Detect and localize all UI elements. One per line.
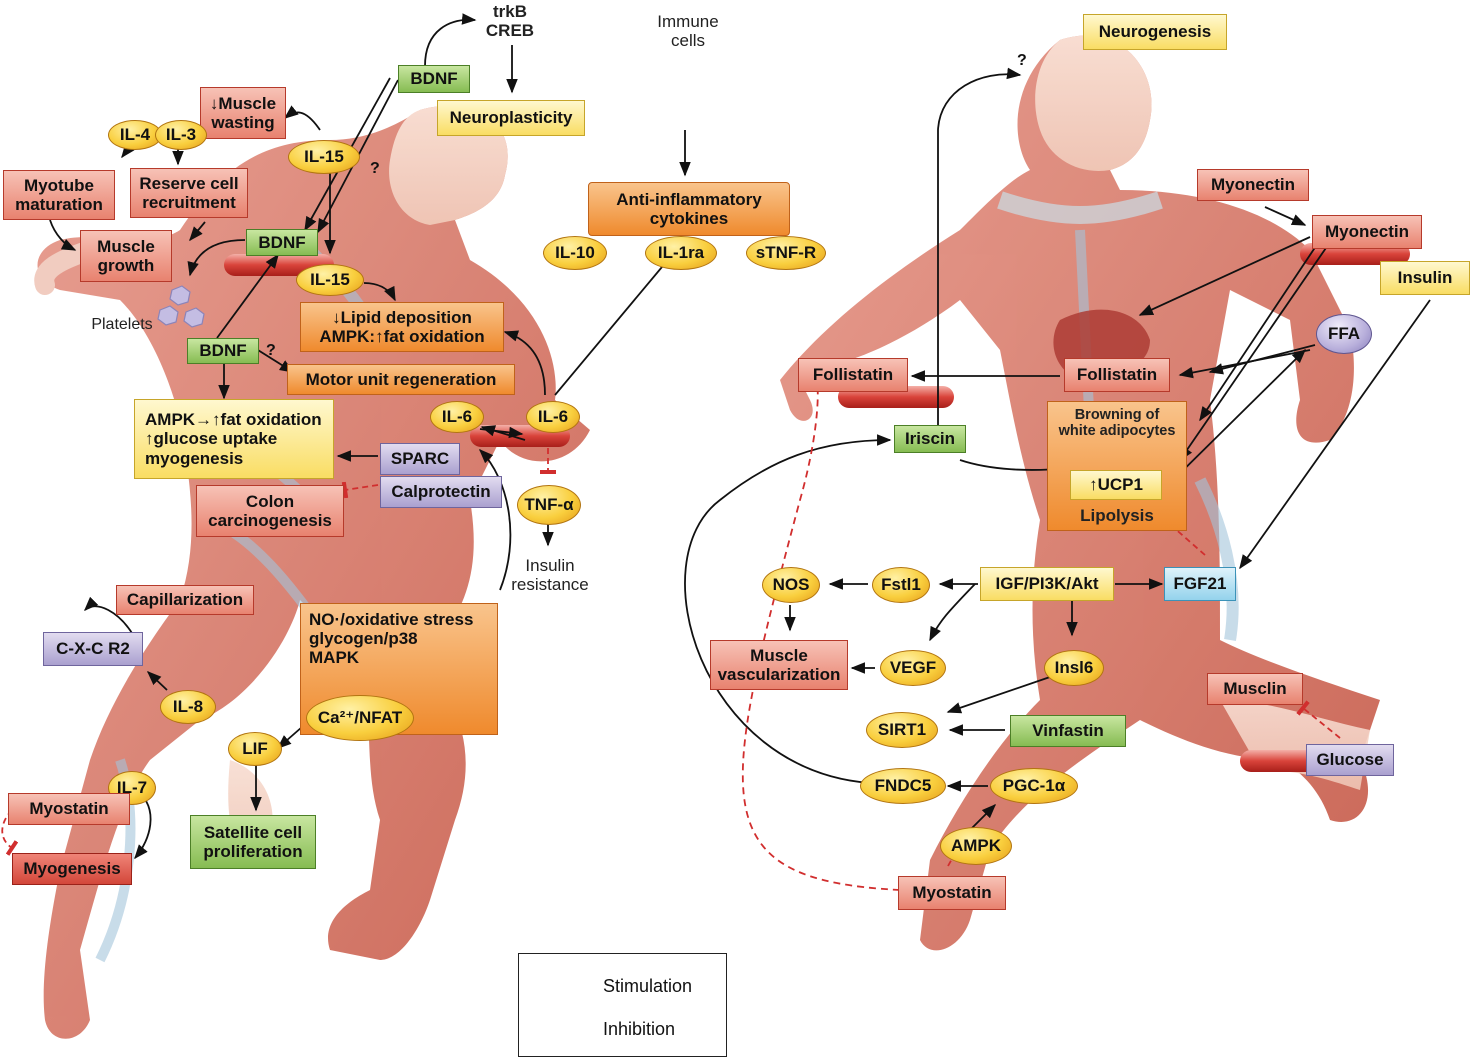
tnf-alpha-node: TNF-α: [517, 485, 581, 525]
fndc5-node: FNDC5: [860, 768, 946, 804]
il4-node: IL-4: [108, 120, 162, 150]
il3-node: IL-3: [155, 120, 207, 150]
il8-node: IL-8: [160, 690, 216, 724]
ampk-fat-oxidation-node: AMPK→↑fat oxidation ↑glucose uptake myog…: [134, 399, 334, 479]
legend-inhibition-label: Inhibition: [603, 1019, 676, 1039]
nos-node: NOS: [762, 567, 820, 603]
reserve-cell-recruitment-node: Reserve cell recruitment: [130, 168, 248, 218]
myostatin-node-right: Myostatin: [898, 876, 1006, 910]
sparc-node: SPARC: [380, 443, 460, 475]
il6-node-b: IL-6: [526, 401, 580, 433]
follistatin-node-a: Follistatin: [798, 358, 908, 392]
insl6-node: Insl6: [1044, 650, 1104, 686]
legend-stimulation-label: Stimulation: [603, 976, 693, 996]
glucose-node: Glucose: [1306, 744, 1394, 776]
motor-unit-regeneration-node: Motor unit regeneration: [287, 364, 515, 395]
immune-cells-label: Immune cells: [657, 12, 719, 51]
bdnf-node-low: BDNF: [187, 338, 259, 364]
insulin-node: Insulin: [1380, 261, 1470, 295]
musclin-node: Musclin: [1207, 673, 1303, 705]
question-mark-3: ?: [1017, 52, 1027, 69]
vegf-node: VEGF: [880, 650, 946, 686]
browning-adipocytes-box: [1047, 401, 1187, 531]
iriscin-node: Iriscin: [894, 425, 966, 453]
satellite-cell-proliferation-node: Satellite cell proliferation: [190, 815, 316, 869]
muscle-vascularization-node: Muscle vascularization: [710, 640, 848, 690]
legend: Stimulation Inhibition: [518, 953, 727, 1057]
question-mark-2: ?: [266, 342, 276, 359]
trkb-creb-label: trkB CREB: [485, 2, 535, 41]
ucp1-node: ↑UCP1: [1070, 470, 1162, 500]
calprotectin-node: Calprotectin: [380, 476, 502, 508]
ffa-node: FFA: [1316, 314, 1372, 354]
igf-pi3k-akt-node: IGF/PI3K/Akt: [980, 567, 1114, 601]
lipolysis-label: Lipolysis: [1080, 506, 1154, 525]
ca-nfat-node: Ca²⁺/NFAT: [306, 695, 414, 741]
platelet-cluster: [157, 285, 205, 328]
bdnf-node-mid: BDNF: [246, 229, 318, 256]
muscle-wasting-node: ↓Muscle wasting: [200, 87, 286, 139]
neurogenesis-node: Neurogenesis: [1083, 14, 1227, 50]
myogenesis-node: Myogenesis: [12, 853, 132, 885]
sirt1-node: SIRT1: [866, 712, 938, 748]
il15-node-mid: IL-15: [296, 264, 364, 296]
bdnf-node-top: BDNF: [398, 65, 470, 93]
fstl1-node: Fstl1: [872, 567, 930, 603]
colon-carcinogenesis-node: Colon carcinogenesis: [196, 485, 344, 537]
lif-node: LIF: [228, 732, 282, 766]
vinfastin-node: Vinfastin: [1010, 715, 1126, 747]
myostatin-node-left: Myostatin: [8, 793, 130, 825]
browning-label: Browning of white adipocytes: [1058, 407, 1176, 440]
lipid-deposition-node: ↓Lipid deposition AMPK:↑fat oxidation: [300, 302, 504, 352]
myonectin-node-b: Myonectin: [1312, 215, 1422, 249]
fgf21-node: FGF21: [1164, 567, 1236, 601]
muscle-growth-node: Muscle growth: [80, 230, 172, 282]
capillarization-node: Capillarization: [116, 585, 254, 615]
il10-node: IL-10: [543, 236, 607, 270]
stnfr-node: sTNF-R: [746, 236, 826, 270]
pgc1a-node: PGC-1α: [990, 768, 1078, 804]
il1ra-node: IL-1ra: [645, 236, 717, 270]
follistatin-node-b: Follistatin: [1064, 358, 1170, 392]
il6-node-a: IL-6: [430, 401, 484, 433]
il15-node-top: IL-15: [288, 140, 360, 174]
ampk-node: AMPK: [940, 827, 1012, 865]
platelets-label: Platelets: [91, 316, 153, 333]
anti-inflammatory-cytokines-node: Anti-inflammatory cytokines: [588, 182, 790, 236]
question-mark-1: ?: [370, 160, 380, 177]
cxcr2-node: C-X-C R2: [43, 632, 143, 666]
insulin-resistance-label: Insulin resistance: [511, 556, 589, 595]
myotube-maturation-node: Myotube maturation: [3, 170, 115, 220]
myonectin-node-a: Myonectin: [1197, 169, 1309, 201]
neuroplasticity-node: Neuroplasticity: [437, 100, 585, 136]
